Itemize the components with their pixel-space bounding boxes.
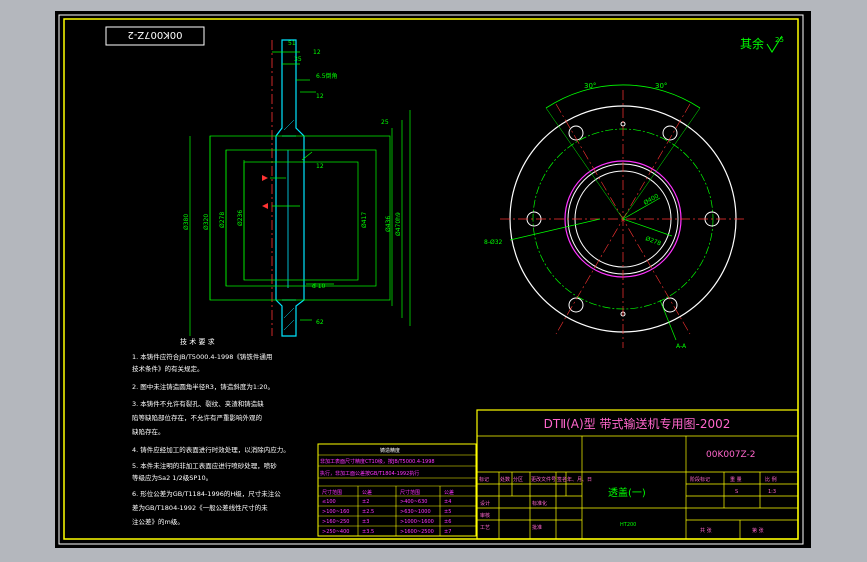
tol-table-title: 铸造精度 — [380, 447, 400, 454]
tol-cell: >160~250 — [322, 519, 349, 525]
tech-req-line: 注公差》的m级。 — [132, 517, 184, 526]
dim-left-1: Ø380 — [183, 214, 190, 230]
tb-header: 标记 — [479, 476, 489, 483]
dim-left-2: Ø320 — [203, 214, 210, 230]
cad-viewport[interactable] — [55, 11, 811, 548]
tol-cell: ≤100 — [322, 499, 336, 505]
tb-header: 年、月、日 — [567, 476, 592, 483]
dim-bore: Ø278 — [644, 235, 662, 247]
tol-cell: >1000~1600 — [400, 519, 434, 525]
ra-right: 25 — [381, 119, 389, 126]
tb-header: 签名 — [557, 476, 567, 483]
tol-cell: >400~630 — [400, 499, 427, 505]
tech-req-line: 5. 本件未注明的非加工表面应进行喷砂处理，喷砂 — [132, 461, 277, 470]
rev-number: 00K007Z-2 — [127, 29, 182, 40]
tol-cell: ±3.5 — [362, 529, 374, 535]
tb-header: 处数 — [500, 476, 510, 483]
tol-cell: ±3 — [362, 519, 369, 525]
tech-req-line: 陷等缺陷部位存在，不允许有严重影响外观的 — [132, 413, 263, 422]
inner-frame — [63, 18, 799, 540]
ra-bottom: 62 — [316, 319, 324, 326]
tolerance-table: 铸造精度 非加工表面尺寸精度CT10级，按JB/T5000.4-1998 执行，… — [317, 443, 477, 537]
tech-req-line: 2. 图中未注铸造圆角半径R3，铸造斜度为1:20。 — [132, 382, 274, 391]
tol-table-line1: 非加工表面尺寸精度CT10级，按JB/T5000.4-1998 — [320, 458, 435, 465]
stage-label: 阶段标记 — [690, 476, 710, 483]
tech-req-line: 1. 本铸件应符合JB/T5000.4-1998《铸铁件通用 — [132, 352, 272, 361]
role-design: 设计 — [480, 500, 490, 507]
sheet-total: 共 张 — [700, 527, 712, 534]
tol-header: 公差 — [362, 489, 372, 496]
tech-req-line: 4. 铸件应经加工的表面进行时效处理，以消除内应力。 — [132, 445, 290, 454]
tol-table-line2: 执行，非加工面公差按GB/T1804-1992执行 — [320, 470, 419, 477]
role-std: 标准化 — [532, 500, 547, 507]
hole-note: 8-Ø32 — [484, 239, 503, 246]
scale-value: 1:3 — [768, 489, 776, 495]
tol-cell: >250~400 — [322, 529, 349, 535]
dim-51: 51 — [288, 40, 296, 47]
tb-header: 分区 — [513, 476, 523, 483]
dim-chamfer: 6.5倒角 — [316, 72, 338, 80]
tech-req-title: 技 术 要 求 — [180, 337, 215, 346]
ra-mid: 12 — [316, 163, 324, 170]
tech-req-line: 等级应为Sa2 1/2级SP10。 — [132, 473, 212, 482]
tol-cell: >1600~2500 — [400, 529, 434, 535]
tech-req-line: 缺陷存在。 — [132, 427, 165, 436]
role-approve: 批准 — [532, 524, 542, 531]
roughness-symbol — [766, 35, 783, 53]
drawing-number: 00K007Z-2 — [706, 450, 756, 460]
tol-cell: ±7 — [444, 529, 451, 535]
tech-req-line: 技术条件》的有关规定。 — [132, 364, 204, 373]
tol-cell: ±2.5 — [362, 509, 374, 515]
dim-right-1: Ø417 — [361, 212, 368, 228]
tol-cell: ±6 — [444, 519, 451, 525]
angle-left: 30° — [584, 82, 596, 90]
tol-header: 尺寸范围 — [322, 489, 342, 496]
angle-right: 30° — [655, 82, 667, 90]
section-note: A-A — [676, 343, 687, 350]
material: HT200 — [620, 522, 636, 528]
tol-cell: >100~160 — [322, 509, 349, 515]
tol-cell: ±4 — [444, 499, 451, 505]
tol-cell: ±2 — [362, 499, 369, 505]
dim-pcd: Ø400 — [643, 192, 661, 206]
dim-d10: d 10 — [312, 283, 326, 290]
tech-requirements: 技 术 要 求 1. 本铸件应符合JB/T5000.4-1998《铸铁件通用 技… — [132, 337, 290, 526]
tol-cell: >630~1000 — [400, 509, 431, 515]
outer-frame — [58, 14, 804, 545]
surface-note: 其余 — [740, 36, 764, 51]
dim-12: 12 — [316, 93, 324, 100]
dim-right-3: Ø470h9 — [395, 212, 402, 236]
dim-left-3: Ø278 — [219, 212, 226, 228]
tol-header: 尺寸范围 — [400, 489, 420, 496]
tech-req-line: 6. 形位公差为GB/T1184-1996的H级，尺寸未注公 — [132, 489, 281, 498]
stage-value: S — [735, 489, 738, 495]
main-title: DTⅡ(A)型 带式输送机专用图-2002 — [544, 416, 731, 431]
tb-header: 更改文件号 — [531, 476, 556, 483]
role-check: 审核 — [480, 512, 490, 519]
ra-top: 12 — [313, 49, 321, 56]
weight-label: 重 量 — [730, 476, 742, 483]
rev-box — [105, 26, 205, 46]
tech-req-line: 3. 本铸件不允许有裂孔、裂纹、夹渣和铸造缺 — [132, 399, 264, 408]
role-process: 工艺 — [480, 525, 490, 531]
tech-req-line: 差为GB/T1804-1992《一般公差线性尺寸的未 — [132, 503, 268, 512]
part-name: 透盖(一) — [608, 486, 646, 499]
title-block: DTⅡ(A)型 带式输送机专用图-2002 00K007Z-2 透盖(一) HT… — [476, 409, 799, 540]
dim-left-4: Ø236 — [237, 210, 244, 226]
front-view: 30° 30° Ø400 Ø278 8-Ø32 A-A — [484, 82, 746, 350]
scale-label: 比 例 — [765, 476, 777, 483]
section-view: 51 35 6.5倒角 12 12 25 12 d 10 62 Ø380 Ø32… — [183, 39, 411, 337]
tol-cell: ±5 — [444, 509, 451, 515]
tol-header: 公差 — [444, 489, 454, 496]
dim-right-2: Ø436 — [385, 216, 392, 232]
dim-35: 35 — [294, 56, 302, 63]
sheet-num: 第 张 — [752, 527, 764, 534]
